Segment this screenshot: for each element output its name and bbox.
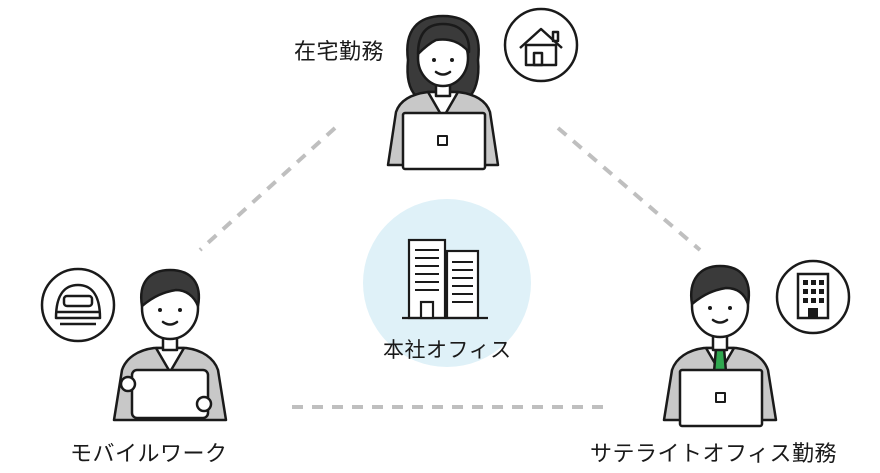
connector-lines: [198, 126, 702, 409]
connector-home-satellite: [556, 126, 702, 252]
satellite-office-label: サテライトオフィス勤務: [590, 442, 838, 467]
satellite-worker-illustration: [662, 264, 778, 428]
headquarters-node: [363, 199, 531, 367]
headquarters-label: 本社オフィス: [383, 338, 512, 362]
home-worker-illustration: [386, 14, 500, 171]
building-icon: [775, 259, 851, 335]
mobile-work-label: モバイルワーク: [70, 442, 228, 467]
train-icon: [40, 267, 116, 343]
home-work-label: 在宅勤務: [294, 40, 385, 65]
office-building-icon: [402, 238, 488, 320]
mobile-worker-illustration: [112, 268, 228, 422]
house-icon: [503, 7, 579, 83]
connector-home-mobile: [198, 126, 337, 252]
